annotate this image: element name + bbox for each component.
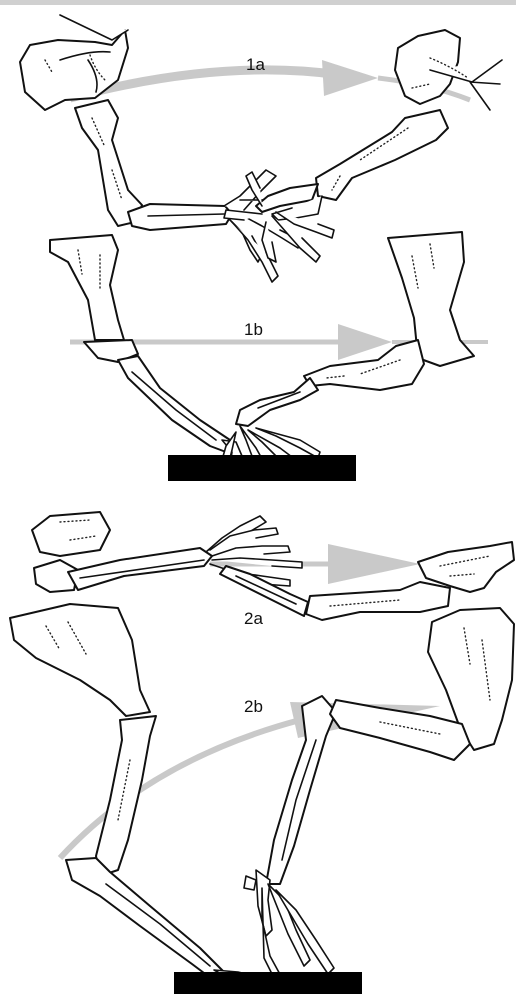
tibia-left-2b xyxy=(66,858,224,982)
femur-left-2b xyxy=(96,716,156,876)
scapula-left-2a xyxy=(32,512,110,556)
arrow-1a-head xyxy=(322,60,378,96)
scapula-left-1b xyxy=(50,235,124,340)
arrow-2b-shaft xyxy=(60,720,300,858)
arrow-2a-head xyxy=(328,544,420,584)
label-1b: 1b xyxy=(244,320,263,339)
top-crop-strip xyxy=(0,0,516,5)
leg-right-1b xyxy=(236,378,318,426)
tibia-split-left-2b xyxy=(106,884,210,966)
scapula-left-2b xyxy=(10,604,150,716)
label-1a: 1a xyxy=(246,55,265,74)
panel-2b: 2b xyxy=(10,604,514,994)
hand-left-1a xyxy=(224,170,302,282)
humerus-right-1a xyxy=(316,110,448,200)
foot-right-2b xyxy=(244,870,334,982)
forearm-right-2a xyxy=(220,566,308,616)
humerus-left-1a xyxy=(75,100,142,226)
scapula-left-1a xyxy=(20,30,128,110)
ground-1b xyxy=(168,455,356,481)
humerus-right-2a xyxy=(306,582,450,620)
forearm-left-1a xyxy=(128,204,232,230)
label-2a: 2a xyxy=(244,609,263,628)
leg-split-left-1b xyxy=(132,372,216,440)
ground-2b xyxy=(174,972,362,994)
label-2b: 2b xyxy=(244,697,263,716)
